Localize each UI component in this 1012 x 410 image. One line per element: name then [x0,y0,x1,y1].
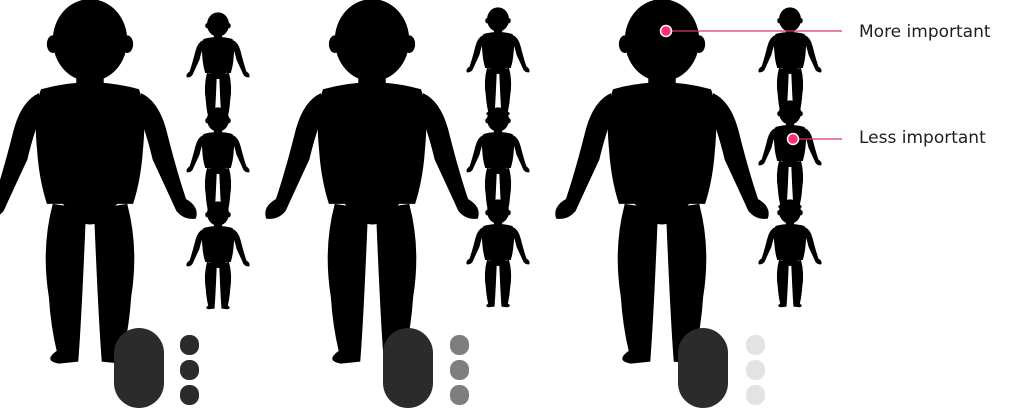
large-baby-figure-icon [0,0,197,364]
more-important-callout-dot-icon [661,26,672,37]
size-pill-small [180,335,199,355]
small-baby-figure-icon [758,100,821,208]
small-baby-figure-icon [186,12,249,120]
small-baby-figure-icon [466,107,529,215]
size-pill-small [746,360,765,380]
size-pill-small [180,360,199,380]
less-important-label: Less important [859,128,986,148]
large-baby-figure-icon [555,0,768,364]
size-pill-large [678,328,728,408]
small-baby-figure-icon [186,107,249,215]
less-important-callout-dot-icon [788,134,799,145]
panel-3: More important Less important [555,0,991,408]
size-pill-small [746,335,765,355]
more-important-label: More important [859,22,991,42]
small-baby-figure-icon [466,7,529,115]
size-pill-small [746,385,765,405]
size-pill-small [450,335,469,355]
size-pill-large [114,328,164,408]
panel-1 [0,0,250,408]
size-pill-small [450,385,469,405]
size-pill-large [383,328,433,408]
size-pill-small [180,385,199,405]
panel-2 [265,0,529,408]
large-baby-figure-icon [265,0,478,364]
small-baby-figure-icon [758,7,821,115]
size-pill-small [450,360,469,380]
